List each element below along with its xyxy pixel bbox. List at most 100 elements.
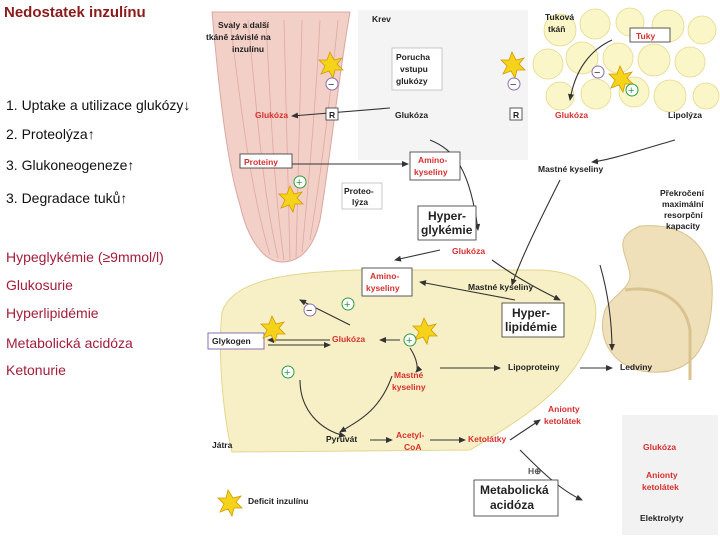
label-lipolyza: Lipolýza [668,110,702,120]
label-proteolyza-1: Proteo- [344,186,374,196]
label-hyperlipidemie-2: lipidémie [505,320,557,334]
label-amino-top-2: kyseliny [414,167,448,177]
label-prekroceni-4: kapacity [666,221,700,231]
slide-title: Nedostatek inzulínu [4,4,146,21]
label-moc-anionty-1: Anionty [646,470,678,480]
label-glukoza-blood: Glukóza [395,110,428,120]
label-jatra: Játra [212,440,233,450]
label-prekroceni-3: resorpční [664,210,703,220]
label-tukova-2: tkáň [548,24,565,34]
label-amino-liver-2: kyseliny [366,283,400,293]
consequence-hyperglycemia: Hypeglykémie (≥9mmol/l) [6,249,164,265]
label-ketolatky: Ketolátky [468,434,507,444]
label-tuky: Tuky [636,31,655,41]
label-h-plus: H⊕ [528,466,541,476]
label-proteiny: Proteiny [244,157,278,167]
label-metabolicka-2: acidóza [490,498,534,512]
label-porucha-2: vstupu [400,64,428,74]
mechanism-item-3: 3. Glukoneogeneze↑ [6,157,135,173]
label-prekroceni-2: maximální [662,199,704,209]
label-mastne-liver-2: kyseliny [392,382,426,392]
mechanism-item-4: 3. Degradace tuků↑ [6,190,128,206]
mechanism-item-2: 2. Proteolýza↑ [6,126,95,142]
star-burst-icon [260,315,286,344]
box-r1 [325,107,339,121]
label-hyperglykemie-2: glykémie [421,223,473,237]
liver-shape [219,269,597,453]
star-burst-icon [608,65,634,94]
label-hyperlipidemie-1: Hyper- [512,306,550,320]
plus-icon: + [296,177,302,189]
label-lipoproteiny: Lipoproteiny [508,362,560,372]
label-porucha-3: glukózy [396,76,428,86]
label-moc-anionty-2: ketolátek [642,482,679,492]
plus-icon: + [344,299,350,311]
minus-icon: − [328,79,334,91]
label-anionty-1: Anionty [548,404,580,414]
star-burst-icon [217,488,243,518]
label-prekroceni-1: Překročení [660,188,705,198]
box-glykogen [207,332,265,350]
mechanism-item-1: 1. Uptake a utilizace glukózy↓ [6,97,191,113]
label-glykogen: Glykogen [212,336,251,346]
label-mastne-mid: Mastné kyseliny [468,282,533,292]
star-burst-icon [412,317,438,346]
box-hyperglykemie [417,205,477,241]
box-proteolyza [341,182,383,210]
label-svaly-3: inzulínu [232,44,264,54]
label-glukoza-blood-2: Glukóza [452,246,485,256]
label-r1: R [329,110,335,120]
consequence-hyperlipidemia: Hyperlipidémie [6,305,99,321]
label-glukoza-muscle: Glukóza [255,110,288,120]
consequence-acidosis: Metabolická acidóza [6,335,133,351]
box-hyperlipidemie [501,302,565,338]
label-porucha-1: Porucha [396,52,430,62]
consequence-glycosuria: Glukosurie [6,277,73,293]
star-burst-icons [217,51,634,518]
label-elektrolyty: Elektrolyty [640,513,684,523]
plus-icon: + [284,367,290,379]
box-tuky [629,27,671,43]
blood-area [358,10,528,160]
minus-icon: − [594,67,600,79]
muscle-fibers [229,19,339,261]
minus-icon: − [306,305,312,317]
label-mastne-liver-1: Mastné [394,370,424,380]
plus-icon: + [628,85,634,97]
label-mastne-top: Mastné kyseliny [538,164,603,174]
box-r2 [509,107,523,121]
kidney-shape [601,225,713,373]
urine-panel [622,415,718,535]
box-amino-liver [361,267,413,297]
label-amino-top-1: Amino- [418,155,447,165]
label-svaly-1: Svaly a další [218,20,270,30]
box-proteiny [239,153,293,169]
label-pyruvat: Pyruvát [326,434,357,444]
label-acetyl-1: Acetyl- [396,430,425,440]
label-moc-glukoza: Glukóza [643,442,676,452]
label-tukova-1: Tuková [545,12,574,22]
plus-icon: + [406,335,412,347]
label-acetyl-2: CoA [404,442,421,452]
star-burst-icon [278,185,304,214]
label-proteolyza-2: lýza [352,197,368,207]
label-hyperglykemie-1: Hyper- [428,209,466,223]
adipose-cells [532,7,720,113]
minus-icon: − [510,79,516,91]
regulation-markers: − − − + + − + + + [281,65,639,379]
label-ledviny: Ledviny [620,362,652,372]
label-svaly-2: tkáně závislé na [206,32,271,42]
label-deficit: Deficit inzulínu [248,496,308,506]
ureter-shape [624,287,692,380]
box-metabolicka-acidoza [473,479,559,517]
label-r2: R [513,110,519,120]
consequence-ketonuria: Ketonurie [6,362,66,378]
label-glukoza-liver: Glukóza [332,334,365,344]
label-metabolicka-1: Metabolická [480,483,549,497]
label-krev: Krev [372,14,391,24]
box-porucha [391,47,443,91]
label-anionty-2: ketolátek [544,416,581,426]
label-amino-liver-1: Amino- [370,271,399,281]
label-glukoza-fat: Glukóza [555,110,588,120]
